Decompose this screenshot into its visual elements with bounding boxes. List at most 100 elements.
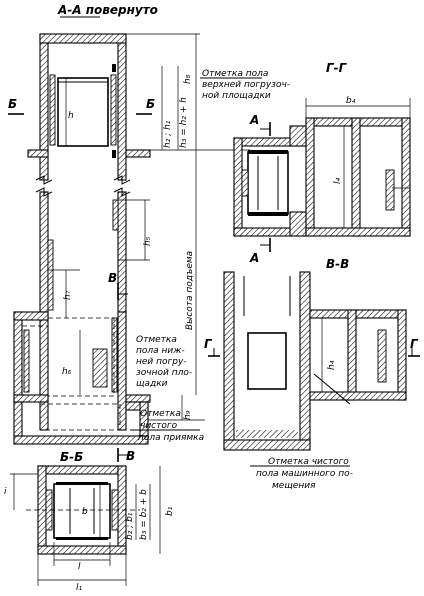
note-upper-floor-line1: Отметка пола — [202, 69, 268, 79]
upper-landing-slab-right — [125, 149, 151, 158]
vv-section-g-left-label: Г — [204, 337, 213, 351]
section-gg-title: Г-Г — [326, 61, 348, 75]
vv-section-g-right-label: Г — [410, 337, 419, 351]
dim-l1-label: l₁ — [76, 583, 83, 593]
gg-left-left-wall — [233, 137, 243, 237]
gg-right-left-wall — [305, 117, 315, 237]
note-upper-floor-line3: ной площадки — [202, 91, 271, 101]
dim-h3-label: h₃ = h₂ + h — [179, 97, 189, 148]
gg-car-top-edge — [248, 150, 288, 154]
gg-right-rail — [385, 169, 395, 211]
vv-room-right-wall — [397, 309, 407, 401]
note-lower-floor-line4: зочной пло- — [136, 368, 192, 378]
note-pit-floor: Отметка чистого пола приямка — [130, 409, 204, 443]
dim-l-label: l — [78, 562, 81, 572]
dim-i-label: i — [4, 487, 7, 497]
lower-door-opening — [92, 348, 108, 388]
elevator-car-lower-dashed — [47, 317, 115, 397]
dim-b1-label: b₁ — [165, 506, 175, 516]
guide-rail-left-lower — [23, 329, 30, 393]
note-machine-floor-line3: мещения — [272, 481, 316, 491]
guide-rail-right-middle — [112, 199, 119, 231]
dim-h9-label: h₉ — [183, 410, 193, 420]
section-bb: Б-Б i b b₂ ; b₁ b₃ = b₂ + b b₁ l — [4, 450, 175, 593]
section-mark-b-left: Б — [8, 97, 17, 111]
upper-break-mark-right — [113, 175, 131, 185]
gg-right-bottom-wall — [305, 227, 411, 237]
bb-top-wall — [37, 465, 127, 475]
section-aa: А-А повернуто — [8, 3, 290, 463]
gg-connector-bottom — [289, 211, 307, 237]
bb-car-bottom-edge — [56, 537, 108, 540]
dim-b2-b1-label: b₂ ; b₁ — [125, 512, 135, 540]
gg-section-a-bottom-label: А — [249, 251, 259, 265]
rail-bracket-mid — [112, 150, 116, 158]
note-pit-floor-line2: чистого — [140, 421, 178, 431]
vv-pit-buffer — [236, 430, 298, 438]
vv-shaft-floor — [223, 439, 311, 451]
gg-connector-top — [289, 125, 307, 147]
vv-room-top-wall — [309, 309, 407, 319]
vv-shaft-right-wall — [299, 271, 311, 449]
guide-rail-left-middle — [47, 239, 54, 311]
note-lower-floor-line2: пола ниж- — [136, 346, 185, 356]
note-pit-floor-line3: пола приямка — [138, 433, 204, 443]
shaft-right-wall-upper — [117, 33, 127, 181]
dim-h4-label: h₄ — [327, 360, 337, 370]
lower-landing-slab-right — [125, 394, 151, 403]
gg-car-plan — [247, 151, 289, 215]
shaft-ceiling-slab — [39, 33, 127, 44]
upper-break-mark-left — [35, 175, 53, 185]
elevator-car-upper — [57, 77, 109, 147]
section-mark-v-lower: В — [126, 449, 135, 463]
guide-rail-right-lower — [111, 317, 118, 393]
pit-buffer-dashed — [39, 403, 121, 431]
section-bb-title: Б-Б — [60, 450, 83, 464]
gg-rail-left — [241, 169, 249, 197]
section-aa-title: А-А повернуто — [57, 3, 158, 17]
gg-right-mid-wall — [351, 117, 361, 237]
dim-h7-label: h₇ — [63, 290, 73, 300]
note-machine-floor-line1: Отметка чистого — [268, 457, 349, 467]
section-vv: В-В h₄ Г Г Отметка чистого пола машинног… — [204, 257, 420, 491]
section-gg: Г-Г b₄ l₄ А А — [233, 61, 411, 265]
guide-rail-right-upper — [110, 74, 117, 146]
vv-room-floor — [309, 391, 407, 401]
gg-section-a-top-label: А — [249, 113, 259, 127]
dim-h8-label: h₈ — [183, 74, 193, 84]
section-mark-b-right: Б — [146, 97, 155, 111]
lift-height-label: Высота подъема — [185, 251, 195, 330]
lower-overhang-slab — [13, 311, 49, 321]
dim-h1-h2-label: h₂ ; h₁ — [163, 120, 173, 148]
gg-car-bottom-edge — [248, 212, 288, 216]
upper-landing-slab-left — [27, 149, 49, 158]
dim-b3-label: b₃ = b₂ + b — [139, 489, 149, 540]
rail-bracket-upper — [112, 64, 116, 72]
vv-car-section — [247, 332, 287, 390]
dim-l4-label: l₄ — [333, 177, 343, 184]
lower-outer-left-wall — [13, 311, 23, 403]
note-pit-floor-line1: Отметка — [140, 409, 181, 419]
bb-car-top-edge — [56, 482, 108, 485]
note-upper-floor: Отметка пола верхней погрузоч- ной площа… — [200, 69, 290, 101]
section-mark-v-upper: В — [108, 271, 117, 285]
note-lower-floor-line3: ней погру- — [136, 357, 187, 367]
bb-bottom-wall — [37, 545, 127, 555]
note-lower-floor: Отметка пола ниж- ней погру- зочной пло-… — [136, 335, 192, 389]
section-vv-title: В-В — [326, 257, 349, 271]
shaft-left-wall-upper — [39, 33, 49, 181]
guide-rail-left-upper — [49, 74, 56, 146]
lower-landing-slab-left — [13, 394, 49, 403]
shaft-right-wall-lower — [117, 311, 127, 431]
vv-room-mid-wall — [347, 309, 357, 401]
shaft-left-wall-middle — [39, 191, 49, 313]
dim-b4-label: b₄ — [346, 96, 356, 106]
vv-room-rail — [377, 329, 387, 383]
dim-h6-label: h₆ — [62, 367, 72, 377]
note-machine-floor-leader — [313, 373, 351, 405]
middle-break-mark-left — [35, 187, 53, 197]
note-lower-floor-line1: Отметка — [136, 335, 177, 345]
pit-floor-slab — [13, 435, 149, 445]
middle-break-mark-right — [113, 187, 131, 197]
